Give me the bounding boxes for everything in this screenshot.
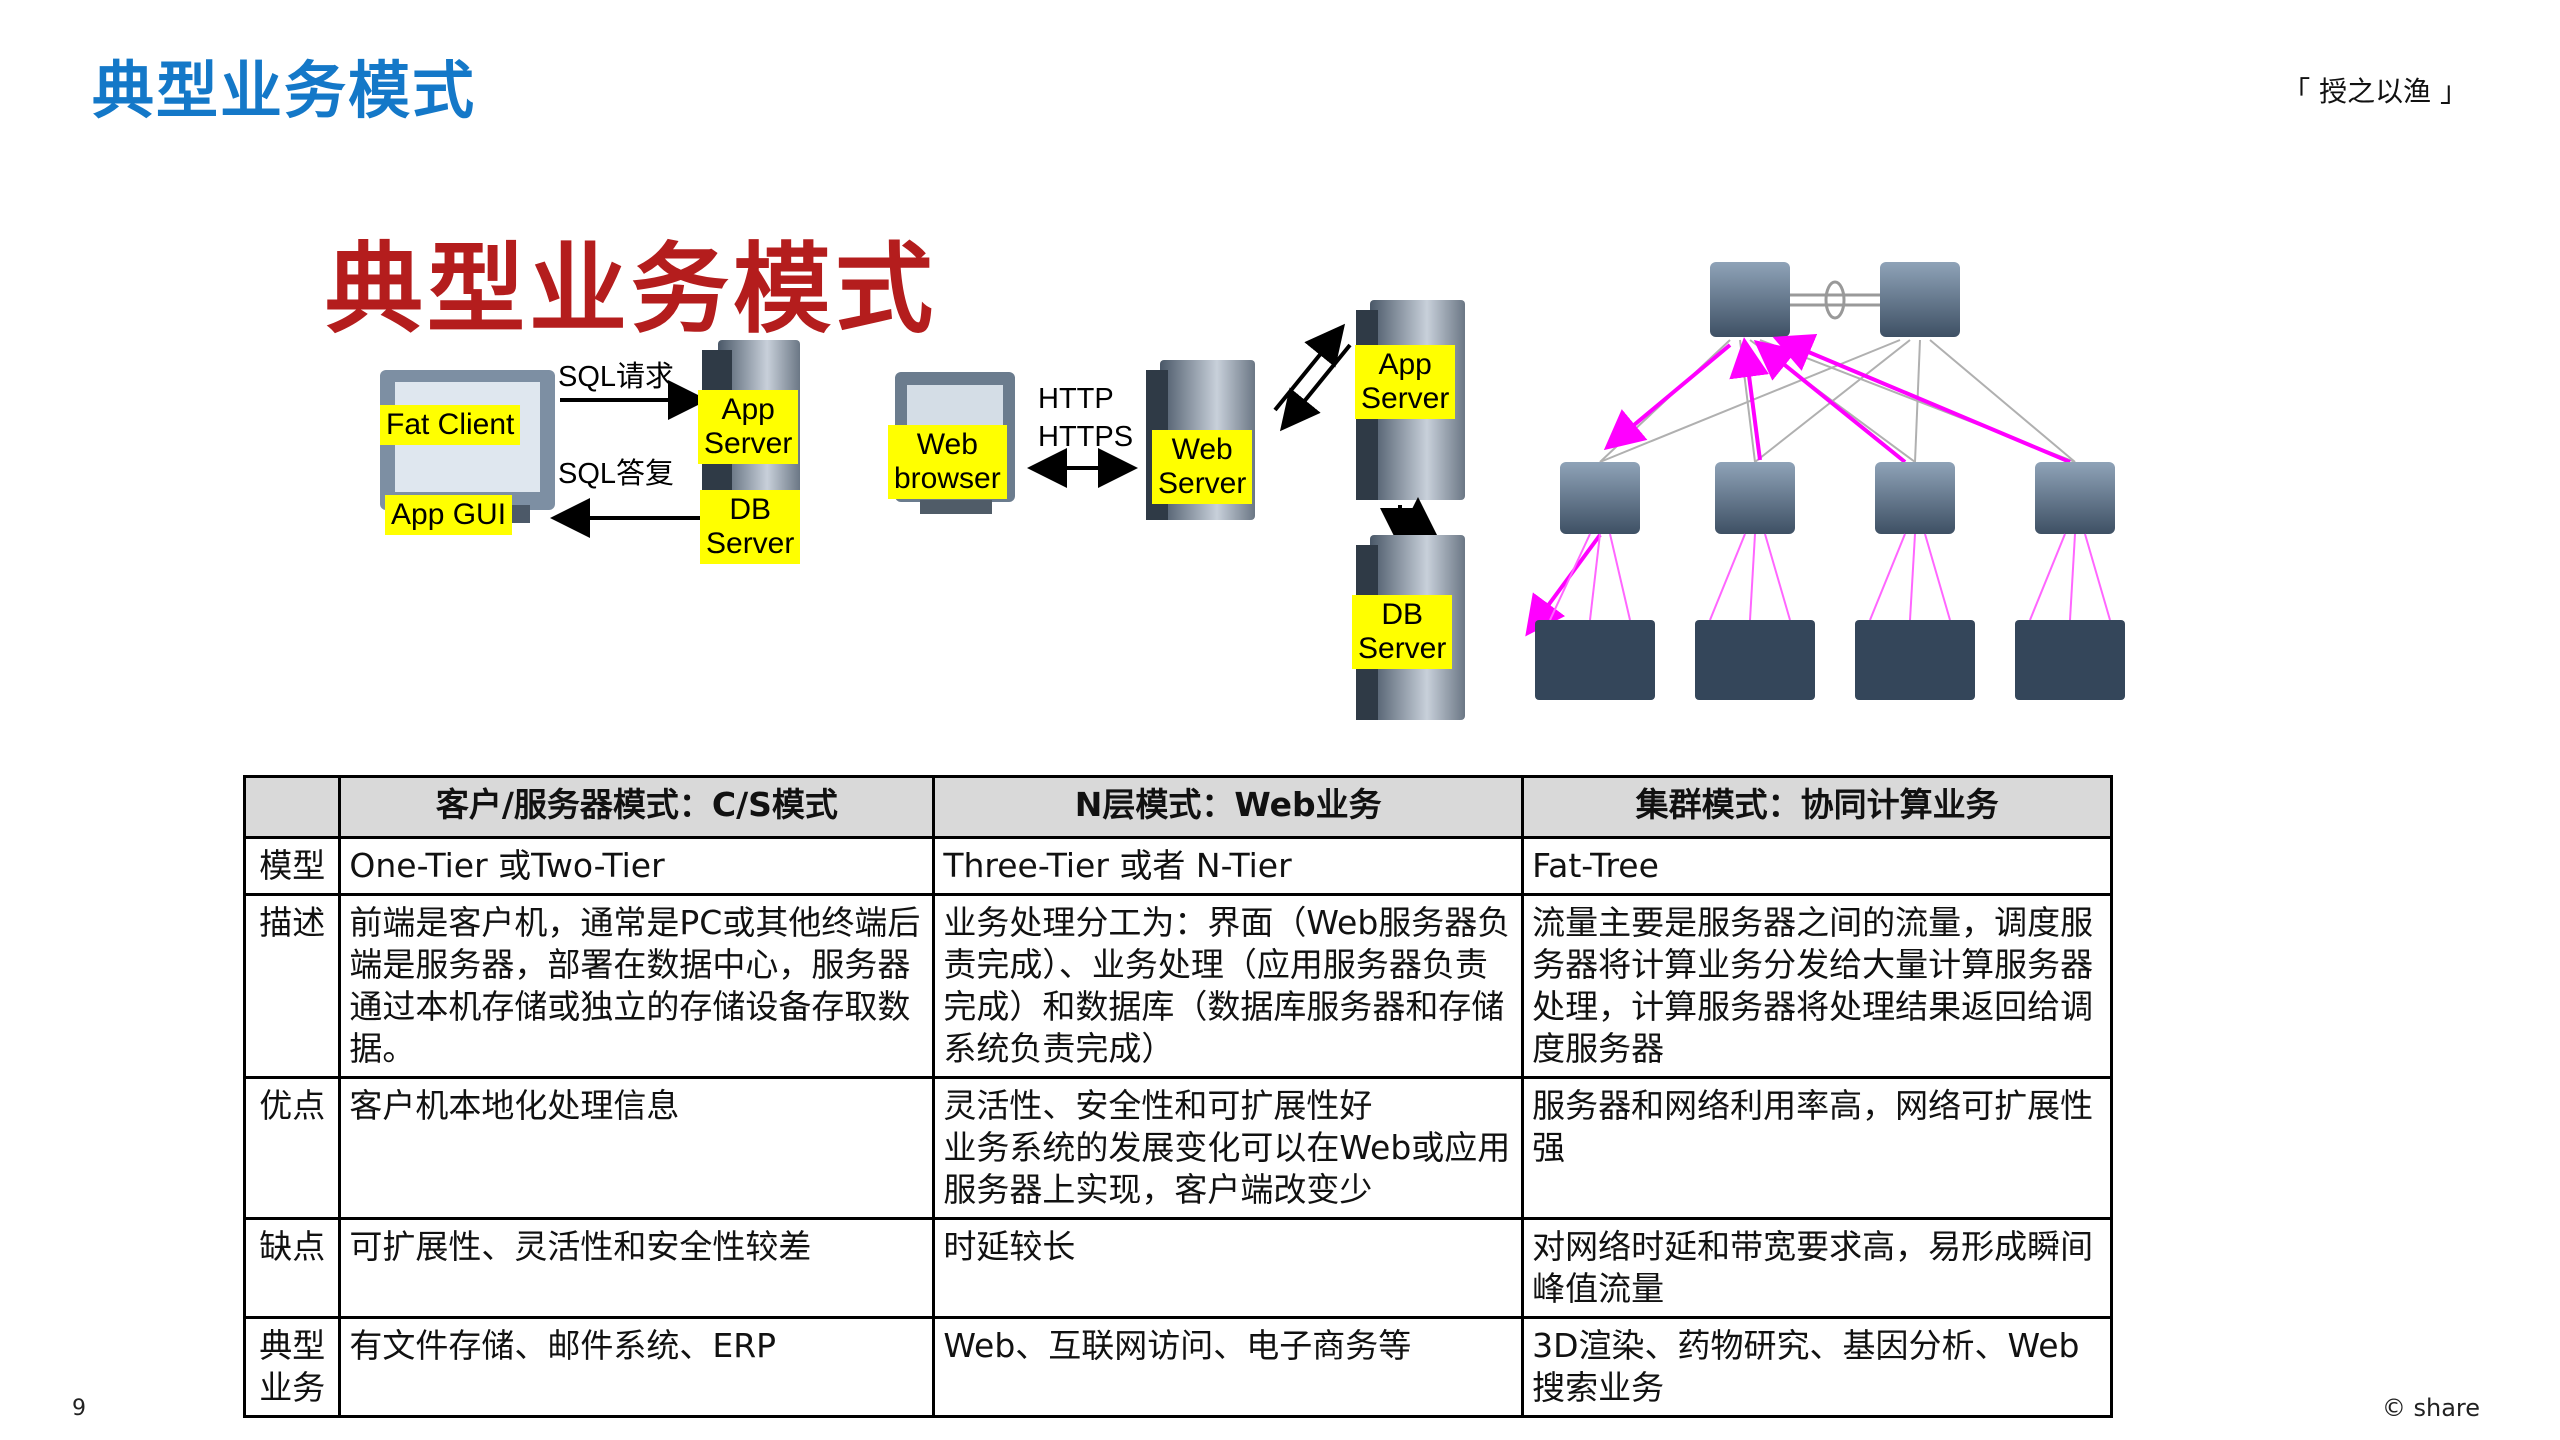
- fat-client-label: Fat Client: [380, 405, 521, 445]
- app-server-2-label: App Server: [1355, 345, 1456, 419]
- table-row: 优点 客户机本地化处理信息 灵活性、安全性和可扩展性好 业务系统的发展变化可以在…: [242, 1076, 2113, 1220]
- table-cell: 前端是客户机，通常是PC或其他终端后端是服务器，部署在数据中心，服务器通过本机存…: [338, 893, 936, 1079]
- table-cell: 服务器和网络利用率高，网络可扩展性强: [1521, 1076, 2113, 1220]
- table-cell: 业务处理分工为：界面（Web服务器负责完成）、业务处理（应用服务器负责完成）和数…: [932, 893, 1525, 1079]
- sql-request-label: SQL请求: [558, 361, 675, 393]
- row-label: 缺点: [242, 1217, 342, 1319]
- table-cell: 有文件存储、邮件系统、ERP: [338, 1316, 936, 1418]
- comparison-table: 客户/服务器模式：C/S模式 N层模式：Web业务 集群模式：协同计算业务 模型…: [242, 775, 2113, 1418]
- table-cell: Web、互联网访问、电子商务等: [932, 1316, 1525, 1418]
- table-cell: 可扩展性、灵活性和安全性较差: [338, 1217, 936, 1319]
- table-cell: 时延较长: [932, 1217, 1525, 1319]
- server-cluster-icon: [1535, 620, 2125, 700]
- table-header-ntier: N层模式：Web业务: [932, 775, 1525, 839]
- db-server-2-label: DB Server: [1352, 595, 1453, 669]
- row-label: 描述: [242, 893, 342, 1079]
- sql-reply-label: SQL答复: [558, 458, 675, 490]
- page-number: 9: [72, 1396, 86, 1421]
- page-title: 典型业务模式: [92, 54, 477, 127]
- table-cell: One-Tier 或Two-Tier: [338, 836, 936, 896]
- table-cell: 对网络时延和带宽要求高，易形成瞬间峰值流量: [1521, 1217, 2113, 1319]
- table-header-cs: 客户/服务器模式：C/S模式: [338, 775, 936, 839]
- app-gui-label: App GUI: [385, 495, 513, 535]
- table-cell: 灵活性、安全性和可扩展性好 业务系统的发展变化可以在Web或应用服务器上实现，客…: [932, 1076, 1525, 1220]
- copyright: © share: [2381, 1394, 2480, 1422]
- web-browser-label: Web browser: [888, 425, 1007, 499]
- db-server-label: DB Server: [700, 490, 801, 564]
- table-row: 描述 前端是客户机，通常是PC或其他终端后端是服务器，部署在数据中心，服务器通过…: [242, 893, 2113, 1079]
- web-server-label: Web Server: [1152, 430, 1253, 504]
- table-row: 典型 业务 有文件存储、邮件系统、ERP Web、互联网访问、电子商务等 3D渲…: [242, 1316, 2113, 1418]
- table-header-row: 客户/服务器模式：C/S模式 N层模式：Web业务 集群模式：协同计算业务: [242, 775, 2113, 839]
- table-row: 缺点 可扩展性、灵活性和安全性较差 时延较长 对网络时延和带宽要求高，易形成瞬间…: [242, 1217, 2113, 1319]
- protocol-label: HTTP HTTPS: [1038, 383, 1134, 453]
- edge-switch-icon: [1560, 462, 2115, 534]
- tagline: 「 授之以渔 」: [2282, 75, 2468, 108]
- table-row: 模型 One-Tier 或Two-Tier Three-Tier 或者 N-Ti…: [242, 836, 2113, 896]
- row-label: 优点: [242, 1076, 342, 1220]
- row-label: 典型 业务: [242, 1316, 342, 1418]
- fat-tree-links: [1599, 339, 2076, 463]
- app-to-web-arrow: [1279, 343, 1352, 432]
- table-cell: Three-Tier 或者 N-Tier: [932, 836, 1525, 896]
- table-cell: 流量主要是服务器之间的流量，调度服务器将计算业务分发给大量计算服务器处理，计算服…: [1521, 893, 2113, 1079]
- core-switch-icon: [1710, 262, 1960, 337]
- table-header-corner: [242, 775, 342, 839]
- edge-fanout-lines: [1549, 533, 2111, 621]
- table-cell: Fat-Tree: [1521, 836, 2113, 896]
- table-cell: 3D渲染、药物研究、基因分析、Web搜索业务: [1521, 1316, 2113, 1418]
- figure-title: 典型业务模式: [325, 232, 938, 347]
- table-cell: 客户机本地化处理信息: [338, 1076, 936, 1220]
- row-label: 模型: [242, 836, 342, 896]
- business-mode-figure: 典型业务模式: [290, 200, 2170, 750]
- table-header-cluster: 集群模式：协同计算业务: [1521, 775, 2113, 839]
- app-server-label: App Server: [698, 390, 799, 464]
- traffic-arrows: [1525, 333, 2071, 637]
